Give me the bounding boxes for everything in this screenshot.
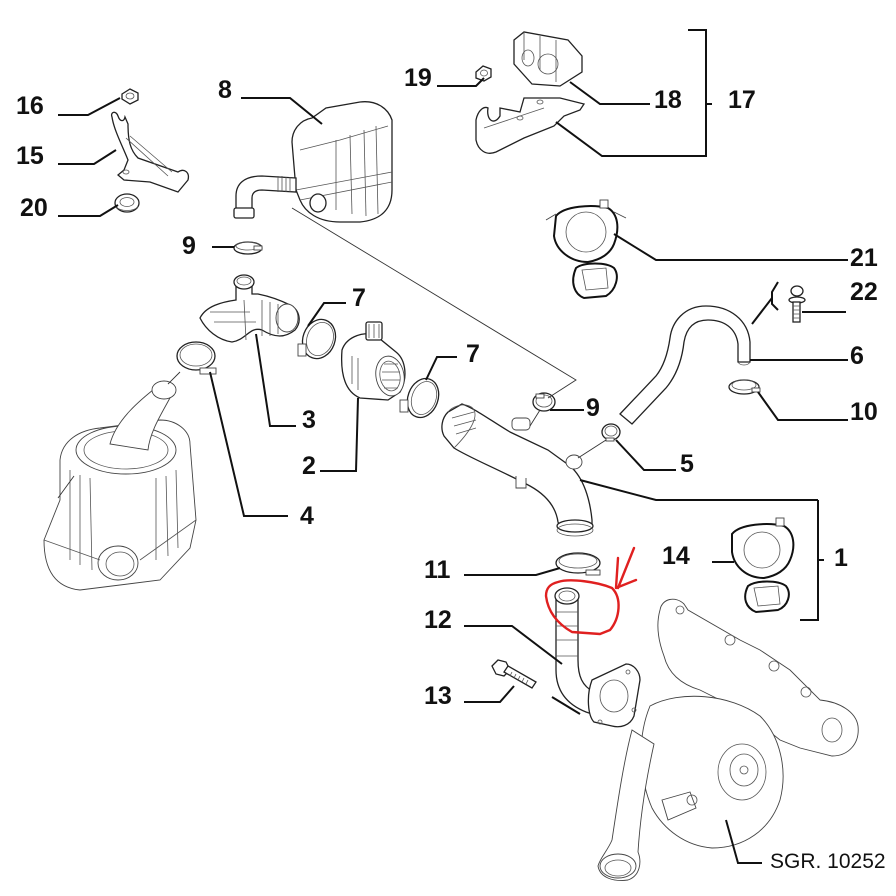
callout-6: 6 <box>850 342 864 370</box>
part-11-clamp <box>555 552 601 576</box>
callout-12: 12 <box>424 606 452 634</box>
part-8-resonator <box>233 101 393 223</box>
part-9-clamp-upper <box>233 241 263 255</box>
air-filter-box <box>43 380 197 591</box>
callout-19: 19 <box>404 64 432 92</box>
callout-9-upper: 9 <box>182 232 196 260</box>
part-5-clamp <box>601 423 621 442</box>
callout-18: 18 <box>654 86 682 114</box>
part-7-clamp-left <box>297 318 337 360</box>
part-18-support-block <box>513 31 583 87</box>
callout-11: 11 <box>424 556 451 584</box>
part-14-double-clip <box>731 517 795 614</box>
part-20-grommet <box>114 193 140 213</box>
callout-labels: 16 15 20 8 9 3 4 7 2 7 19 18 17 21 22 6 … <box>16 64 886 873</box>
part-4-clamp <box>176 341 217 375</box>
callout-1: 1 <box>834 544 848 572</box>
callout-8: 8 <box>218 76 232 104</box>
callout-21: 21 <box>850 244 878 272</box>
part-19-nut <box>475 65 492 82</box>
highlight-arrow <box>614 546 638 590</box>
part-10-clamp <box>728 379 761 395</box>
part-6-breather-hose <box>619 305 751 425</box>
callout-4: 4 <box>300 502 314 530</box>
part-17-bracket <box>475 97 586 154</box>
highlight-circle <box>544 579 620 636</box>
callout-5: 5 <box>680 450 694 478</box>
part-2-air-mass-meter <box>340 321 406 401</box>
part-15-bracket <box>110 111 190 193</box>
part-22-screw <box>788 285 806 323</box>
callout-22: 22 <box>850 278 878 306</box>
reference-code: SGR. 10252 <box>770 850 886 873</box>
red-highlight-annotation <box>544 546 638 636</box>
part-16-nut <box>121 88 139 105</box>
callout-20: 20 <box>20 194 48 222</box>
part-3-intake-elbow <box>199 274 300 343</box>
callout-9-lower: 9 <box>586 394 600 422</box>
callout-13: 13 <box>424 682 452 710</box>
part-12-turbo-inlet-pipe <box>554 587 641 728</box>
callout-17: 17 <box>728 86 756 114</box>
part-1-intake-duct <box>441 403 594 537</box>
assembly-guide-lines <box>57 207 607 499</box>
part-13-bolt <box>491 659 537 689</box>
callout-2: 2 <box>302 452 316 480</box>
callout-14: 14 <box>662 542 690 570</box>
part-21-double-clip <box>545 199 627 300</box>
callout-7-left: 7 <box>352 284 366 312</box>
callout-10: 10 <box>850 398 878 426</box>
callout-15: 15 <box>16 142 44 170</box>
callout-3: 3 <box>302 406 316 434</box>
turbocharger-and-manifold <box>597 598 859 881</box>
leader-lines <box>58 29 848 864</box>
callout-7-right: 7 <box>466 340 480 368</box>
callout-16: 16 <box>16 92 44 120</box>
part-7-clamp-right <box>399 377 440 419</box>
